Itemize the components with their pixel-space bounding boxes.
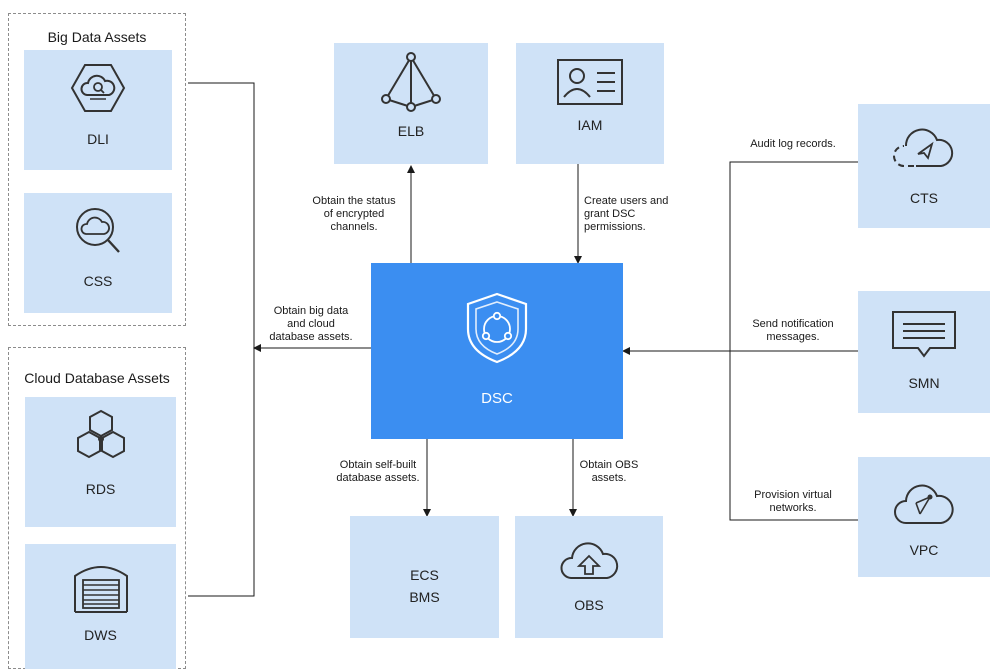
dsc-label: DSC <box>481 390 513 407</box>
elb-icon <box>381 52 441 112</box>
vpc-box[interactable]: VPC <box>858 457 990 577</box>
self-built-annotation: Obtain self-built database assets. <box>336 459 420 484</box>
obs-box[interactable]: OBS <box>515 516 663 638</box>
bms-label: BMS <box>409 589 440 605</box>
big-data-annotation: Obtain big data and cloud database asset… <box>269 305 353 343</box>
ecs-label: ECS <box>410 567 439 583</box>
iam-box[interactable]: IAM <box>516 43 664 164</box>
right-services-bracket-line <box>729 161 858 521</box>
iam-users-annotation: Create users and grant DSC permissions. <box>584 195 669 233</box>
rds-label: RDS <box>85 481 116 497</box>
elb-label: ELB <box>397 123 425 139</box>
notify-annotation: Send notification messages. <box>752 318 834 343</box>
obs-icon <box>560 542 619 579</box>
css-box[interactable]: CSS <box>24 193 172 313</box>
iam-icon <box>557 59 623 105</box>
dli-icon <box>70 64 126 112</box>
big-data-assets-title: Big Data Assets <box>47 29 147 45</box>
audit-annotation: Audit log records. <box>750 138 836 150</box>
cts-box[interactable]: CTS <box>858 104 990 228</box>
obs-label: OBS <box>574 597 604 613</box>
elb-box[interactable]: ELB <box>334 43 488 164</box>
asset-bracket-line <box>188 82 255 597</box>
elb-status-annotation: Obtain the status of encrypted channels. <box>312 195 396 233</box>
dli-label: DLI <box>87 131 109 147</box>
iam-label: IAM <box>577 117 603 133</box>
vpc-label: VPC <box>909 542 939 558</box>
dws-label: DWS <box>84 627 117 643</box>
cts-icon <box>893 128 954 167</box>
dsc-shield-icon <box>466 292 528 364</box>
vpc-network-annotation: Provision virtual networks. <box>754 489 832 514</box>
cts-label: CTS <box>910 190 938 206</box>
smn-box[interactable]: SMN <box>858 291 990 413</box>
rds-box[interactable]: RDS <box>25 397 176 527</box>
obs-assets-annotation: Obtain OBS assets. <box>579 459 639 484</box>
dli-box[interactable]: DLI <box>24 50 172 170</box>
smn-icon <box>892 311 956 358</box>
rds-icon <box>76 409 125 459</box>
css-label: CSS <box>83 273 113 289</box>
ecs-bms-box[interactable]: ECS BMS <box>350 516 499 638</box>
cloud-database-assets-title: Cloud Database Assets <box>24 370 170 386</box>
dsc-box[interactable]: DSC <box>371 263 623 439</box>
dws-icon <box>73 566 128 613</box>
dws-box[interactable]: DWS <box>25 544 176 669</box>
smn-label: SMN <box>908 375 940 391</box>
big-data-assets-group: Big Data Assets <box>8 13 186 326</box>
vpc-icon <box>894 484 954 524</box>
css-icon <box>76 208 120 253</box>
